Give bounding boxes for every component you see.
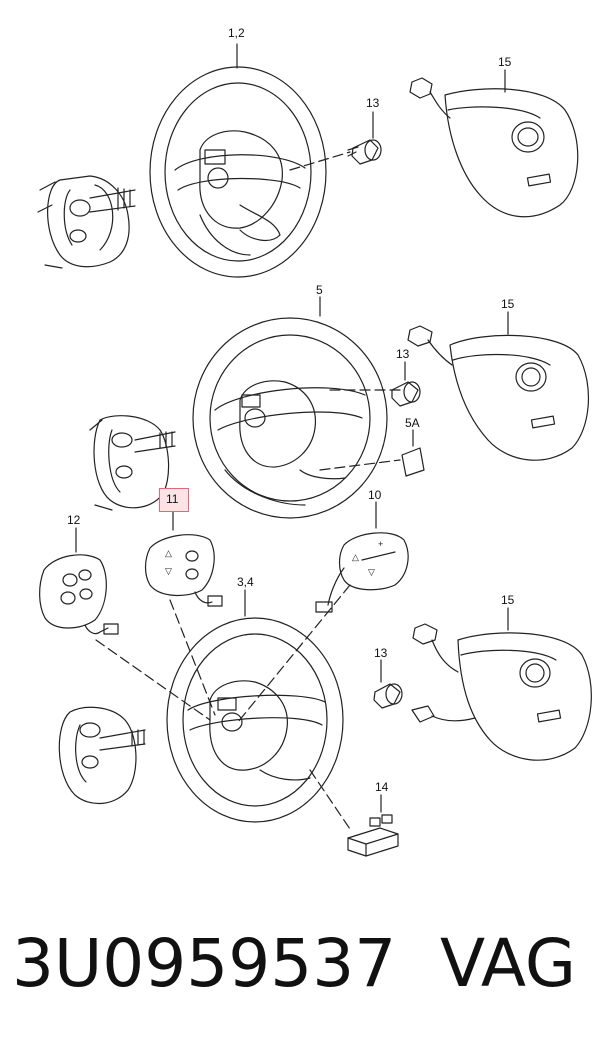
bolt-13-middle: [392, 382, 420, 406]
callout-12: 12: [67, 513, 81, 527]
callout-15-middle: 15: [501, 297, 515, 311]
steering-wheel-5: [193, 318, 387, 518]
callout-13-bottom: 13: [374, 646, 388, 660]
callout-5: 5: [316, 283, 323, 297]
callout-11: 11: [166, 492, 179, 506]
switch-module-11: △ ▽: [146, 535, 223, 606]
connector-14: [348, 815, 398, 856]
switch-module-10: △ + ▽: [316, 533, 408, 612]
assembly-lines: [96, 152, 400, 832]
callout-3-4: 3,4: [237, 575, 254, 589]
callout-14: 14: [375, 780, 389, 794]
svg-text:△: △: [352, 552, 359, 562]
callout-15-bottom: 15: [501, 593, 515, 607]
switch-module-12: [40, 555, 118, 634]
cover-5A: [402, 448, 424, 476]
svg-text:△: △: [165, 548, 172, 558]
bolt-13-bottom: [374, 684, 402, 708]
steering-column-top: [38, 176, 135, 268]
svg-text:▽: ▽: [368, 567, 375, 577]
bolt-13-top: [348, 140, 381, 164]
svg-text:▽: ▽: [165, 566, 172, 576]
callout-15-top: 15: [498, 55, 512, 69]
parts-diagram: △ ▽ △ + ▽: [0, 0, 600, 900]
part-number: 3U0959537: [12, 925, 397, 1002]
airbag-module-15-middle: [408, 326, 588, 460]
steering-column-bottom: [59, 707, 145, 803]
steering-wheel-3-4: [167, 618, 343, 822]
svg-text:+: +: [378, 539, 383, 549]
callout-1-2: 1,2: [228, 26, 245, 40]
callout-11-highlight: [159, 488, 189, 512]
brand-label: VAG: [440, 925, 577, 1002]
callout-10: 10: [368, 488, 382, 502]
steering-wheel-1-2: [150, 67, 326, 277]
callout-13-top: 13: [366, 96, 380, 110]
callout-5A: 5A: [405, 416, 420, 430]
airbag-module-15-top: [410, 78, 578, 217]
airbag-module-15-bottom: [412, 624, 591, 760]
callout-13-middle: 13: [396, 347, 410, 361]
